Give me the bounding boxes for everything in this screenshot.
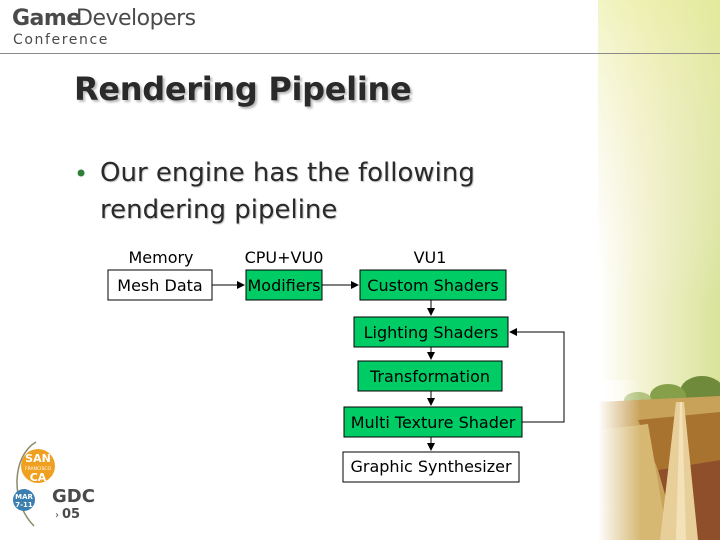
box-modifiers: Modifiers — [245, 269, 323, 301]
badge-san: SAN — [25, 452, 51, 465]
logo-developers-text: Developers — [76, 6, 196, 31]
box-custom-shaders: Custom Shaders — [359, 269, 507, 301]
header-divider — [0, 53, 720, 54]
logo-conference-text: Conference — [13, 32, 110, 48]
gdc-event-badge: SAN FRANCISCO CA MAR 7-11 GDC 05 › — [6, 436, 98, 532]
bullet-text: Our engine has the following rendering p… — [100, 158, 475, 225]
box-graphic-synthesizer: Graphic Synthesizer — [342, 451, 520, 483]
box-multi-texture-shader: Multi Texture Shader — [343, 406, 523, 438]
box-lighting-shaders: Lighting Shaders — [353, 316, 509, 348]
mesh-data-label: Mesh Data — [117, 276, 202, 295]
modifiers-label: Modifiers — [247, 276, 320, 295]
arrow-loop-back-to-lighting — [509, 328, 565, 423]
multi-texture-shader-label: Multi Texture Shader — [351, 413, 516, 432]
slide-title: Rendering Pipeline — [74, 70, 412, 108]
box-mesh-data: Mesh Data — [107, 269, 213, 301]
column-memory-label: Memory — [128, 248, 193, 267]
landscape-image — [598, 0, 720, 540]
badge-ca: CA — [30, 471, 47, 484]
badge-francisco: FRANCISCO — [25, 466, 51, 472]
column-cpu-vu0-label: CPU+VU0 — [245, 248, 324, 267]
badge-month: MAR — [15, 493, 33, 501]
badge-date-icon — [13, 489, 35, 511]
transformation-label: Transformation — [369, 367, 490, 386]
badge-gdc: GDC — [52, 486, 95, 507]
graphic-synthesizer-label: Graphic Synthesizer — [350, 457, 511, 476]
bullet-marker: • — [74, 160, 89, 188]
column-vu1-label: VU1 — [414, 248, 447, 267]
badge-sun-icon — [21, 449, 55, 483]
gdc-logo: Game Developers Conference — [12, 6, 212, 48]
badge-year: 05 — [62, 507, 80, 522]
custom-shaders-label: Custom Shaders — [367, 276, 498, 295]
box-transformation: Transformation — [357, 360, 503, 392]
lighting-shaders-label: Lighting Shaders — [364, 323, 499, 342]
badge-year-chevron-icon: › — [55, 510, 59, 521]
logo-game-text: Game — [12, 6, 81, 31]
badge-days: 7-11 — [15, 501, 33, 509]
